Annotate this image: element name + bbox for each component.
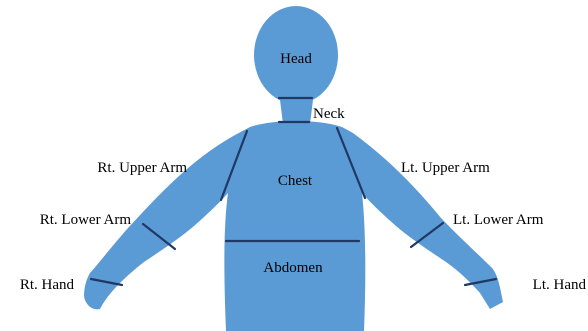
neck-shape	[279, 92, 314, 124]
neck-label: Neck	[313, 106, 345, 122]
rt-lower-arm-label: Rt. Lower Arm	[40, 212, 132, 228]
chest-label: Chest	[278, 173, 313, 189]
lt-upper-arm-label: Lt. Upper Arm	[401, 160, 490, 176]
lt-hand-label: Lt. Hand	[533, 277, 587, 293]
abdomen-label: Abdomen	[263, 260, 323, 276]
rt-upper-arm-label: Rt. Upper Arm	[97, 160, 187, 176]
head-label: Head	[280, 51, 312, 67]
lt-lower-arm-label: Lt. Lower Arm	[453, 212, 544, 228]
rt-hand-label: Rt. Hand	[20, 277, 75, 293]
